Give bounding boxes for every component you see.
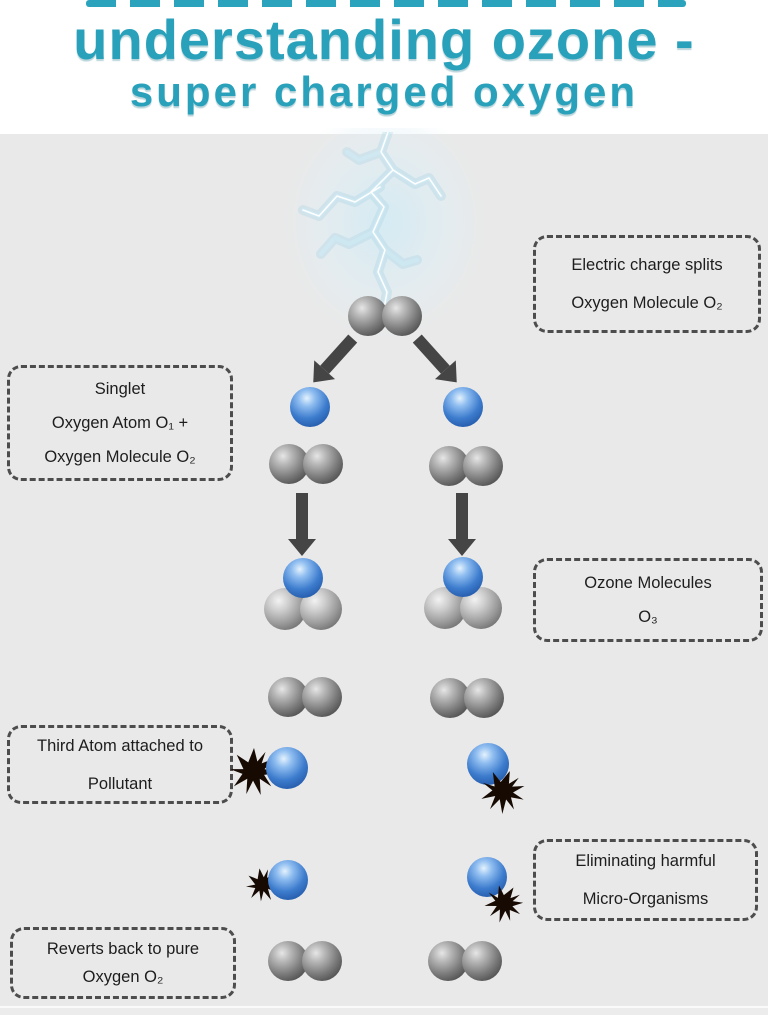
oxygen-atom-sphere bbox=[348, 296, 388, 336]
singlet-oxygen-atom bbox=[443, 387, 483, 427]
callout-third-atom: Third Atom attached to Pollutant bbox=[7, 725, 233, 804]
ozone-molecule-o3 bbox=[424, 557, 502, 629]
callout-line: Electric charge splits bbox=[571, 256, 723, 274]
callout-line: Eliminating harmful bbox=[575, 852, 716, 870]
page-title: understanding ozone - bbox=[73, 8, 695, 71]
oxygen-atom-sphere bbox=[463, 446, 503, 486]
title-area: understanding ozone - super charged oxyg… bbox=[0, 0, 768, 134]
callout-line: O₃ bbox=[638, 608, 658, 626]
oxygen-atom-sphere bbox=[464, 678, 504, 718]
callout-line: Oxygen O₂ bbox=[82, 968, 164, 986]
split-arrow-right bbox=[407, 329, 468, 392]
callout-line: Oxygen Atom O₁ + bbox=[51, 414, 189, 432]
arrow-shaft bbox=[412, 334, 450, 374]
oxygen-molecule-o2 bbox=[430, 678, 504, 718]
callout-line: Oxygen Molecule O₂ bbox=[44, 448, 196, 466]
callout-line: Micro-Organisms bbox=[582, 890, 709, 908]
oxygen-atom-sphere bbox=[303, 444, 343, 484]
oxygen-atom-sphere bbox=[443, 557, 483, 597]
callout-line: Reverts back to pure bbox=[46, 940, 200, 958]
oxygen-atom-sphere bbox=[268, 677, 308, 717]
oxygen-atom-sphere bbox=[302, 677, 342, 717]
oxygen-atom-sphere bbox=[429, 446, 469, 486]
arrow-shaft bbox=[320, 334, 358, 374]
singlet-oxygen-atom bbox=[290, 387, 330, 427]
arrow-head bbox=[448, 539, 476, 556]
oxygen-atom-sphere bbox=[382, 296, 422, 336]
oxygen-molecule-o2 bbox=[268, 941, 342, 981]
combine-arrow-right bbox=[448, 493, 476, 556]
oxygen-atom-sphere bbox=[268, 941, 308, 981]
callout-electric-charge: Electric charge splits Oxygen Molecule O… bbox=[533, 235, 761, 333]
oxygen-atom-sphere bbox=[283, 558, 323, 598]
callout-ozone-molecules: Ozone Molecules O₃ bbox=[533, 558, 763, 642]
diagram-canvas: Electric charge splits Oxygen Molecule O… bbox=[0, 127, 768, 1015]
combine-arrow-left bbox=[288, 493, 316, 556]
callout-reverts: Reverts back to pure Oxygen O₂ bbox=[10, 927, 236, 999]
page-subtitle: super charged oxygen bbox=[129, 68, 639, 115]
oxygen-molecule-o2 bbox=[429, 446, 503, 486]
oxygen-atom-sphere bbox=[302, 941, 342, 981]
arrow-shaft bbox=[456, 493, 468, 539]
callout-line: Singlet bbox=[94, 380, 146, 398]
callout-line: Ozone Molecules bbox=[584, 574, 712, 592]
callout-line: Third Atom attached to bbox=[36, 736, 203, 755]
oxygen-molecule-o2 bbox=[428, 941, 502, 981]
ozone-molecule-o3 bbox=[264, 558, 342, 630]
oxygen-atom-sphere bbox=[269, 444, 309, 484]
callout-eliminating: Eliminating harmful Micro-Organisms bbox=[533, 839, 758, 921]
singlet-oxygen-atom bbox=[467, 743, 509, 785]
oxygen-atom-sphere bbox=[428, 941, 468, 981]
pollutant-starburst-icon bbox=[230, 748, 278, 796]
oxygen-atom-sphere bbox=[462, 941, 502, 981]
oxygen-molecule-o2 bbox=[268, 677, 342, 717]
split-arrow-left bbox=[302, 329, 363, 392]
callout-singlet: Singlet Oxygen Atom O₁ + Oxygen Molecule… bbox=[7, 365, 233, 481]
singlet-oxygen-atom bbox=[266, 747, 308, 789]
callout-line: Pollutant bbox=[87, 774, 153, 793]
pollutant-starburst-icon bbox=[478, 878, 530, 930]
oxygen-molecule-o2 bbox=[348, 296, 422, 336]
lightning-bolt-icon bbox=[295, 127, 475, 319]
cropped-text-top-edge bbox=[86, 0, 686, 7]
callout-line: Oxygen Molecule O₂ bbox=[571, 294, 723, 312]
oxygen-atom-sphere bbox=[430, 678, 470, 718]
pollutant-starburst-icon bbox=[475, 764, 530, 819]
arrow-head bbox=[288, 539, 316, 556]
oxygen-molecule-o2 bbox=[269, 444, 343, 484]
bottom-edge-strip bbox=[0, 1006, 768, 1015]
singlet-oxygen-atom bbox=[268, 860, 308, 900]
arrow-shaft bbox=[296, 493, 308, 539]
